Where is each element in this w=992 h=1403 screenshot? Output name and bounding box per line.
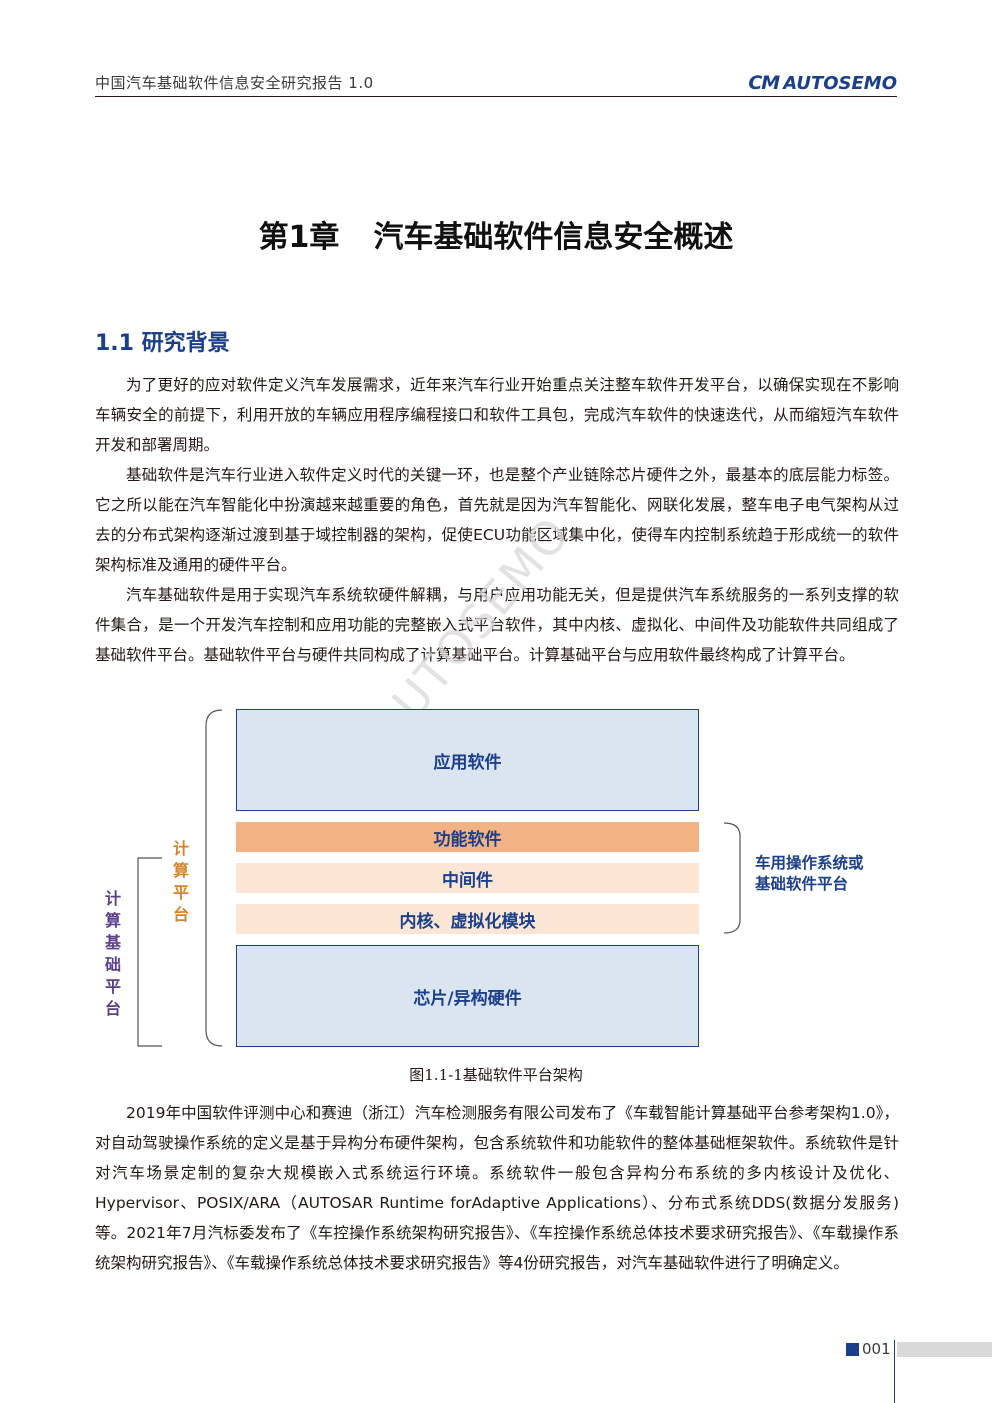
header-rule — [95, 96, 897, 97]
paragraph-1: 为了更好的应对软件定义汽车发展需求，近年来汽车行业开始重点关注整车软件开发平台，… — [95, 376, 899, 454]
block-application-software: 应用软件 — [236, 709, 699, 811]
block-function-software: 功能软件 — [236, 822, 699, 852]
chapter-number: 第1章 — [258, 220, 340, 255]
paragraph-2: 基础软件是汽车行业进入软件定义时代的关键一环，也是整个产业链除芯片硬件之外，最基… — [95, 466, 899, 574]
section-title: 1.1 研究背景 — [95, 331, 230, 356]
figure-caption: 图1.1-1基础软件平台架构 — [409, 1066, 583, 1084]
footer-vertical-rule — [894, 1340, 895, 1403]
running-header-title: 中国汽车基础软件信息安全研究报告 1.0 — [95, 74, 374, 92]
paragraph-3: 汽车基础软件是用于实现汽车系统软硬件解耦，与用户应用功能无关，但是提供汽车系统服… — [95, 586, 899, 664]
label-compute-platform: 计算平台 — [172, 839, 189, 924]
chapter-title: 第1章汽车基础软件信息安全概述 — [0, 212, 992, 256]
logo-text: AUTOSEMO — [783, 72, 897, 94]
block-chip-hardware: 芯片/异构硬件 — [236, 945, 699, 1047]
label-compute-base-platform: 计算基础平台 — [104, 889, 121, 1018]
label-os-line1: 车用操作系统或 — [755, 854, 864, 872]
autosemo-logo: CM AUTOSEMO — [748, 72, 897, 94]
compute-platform-bracket — [205, 709, 223, 1047]
block-middleware: 中间件 — [236, 863, 699, 893]
chapter-name: 汽车基础软件信息安全概述 — [373, 220, 734, 255]
paragraph-4: 2019年中国软件评测中心和赛迪（浙江）汽车检测服务有限公司发布了《车载智能计算… — [95, 1104, 899, 1272]
compute-base-bracket — [137, 857, 162, 1047]
block-kernel-virtualization: 内核、虚拟化模块 — [236, 904, 699, 934]
footer-gray-band — [897, 1342, 992, 1357]
page-marker-square — [846, 1343, 859, 1356]
logo-mark: CM — [748, 72, 780, 94]
page-number: 001 — [862, 1340, 891, 1358]
os-platform-bracket — [723, 822, 741, 934]
label-os-line2: 基础软件平台 — [755, 875, 849, 893]
